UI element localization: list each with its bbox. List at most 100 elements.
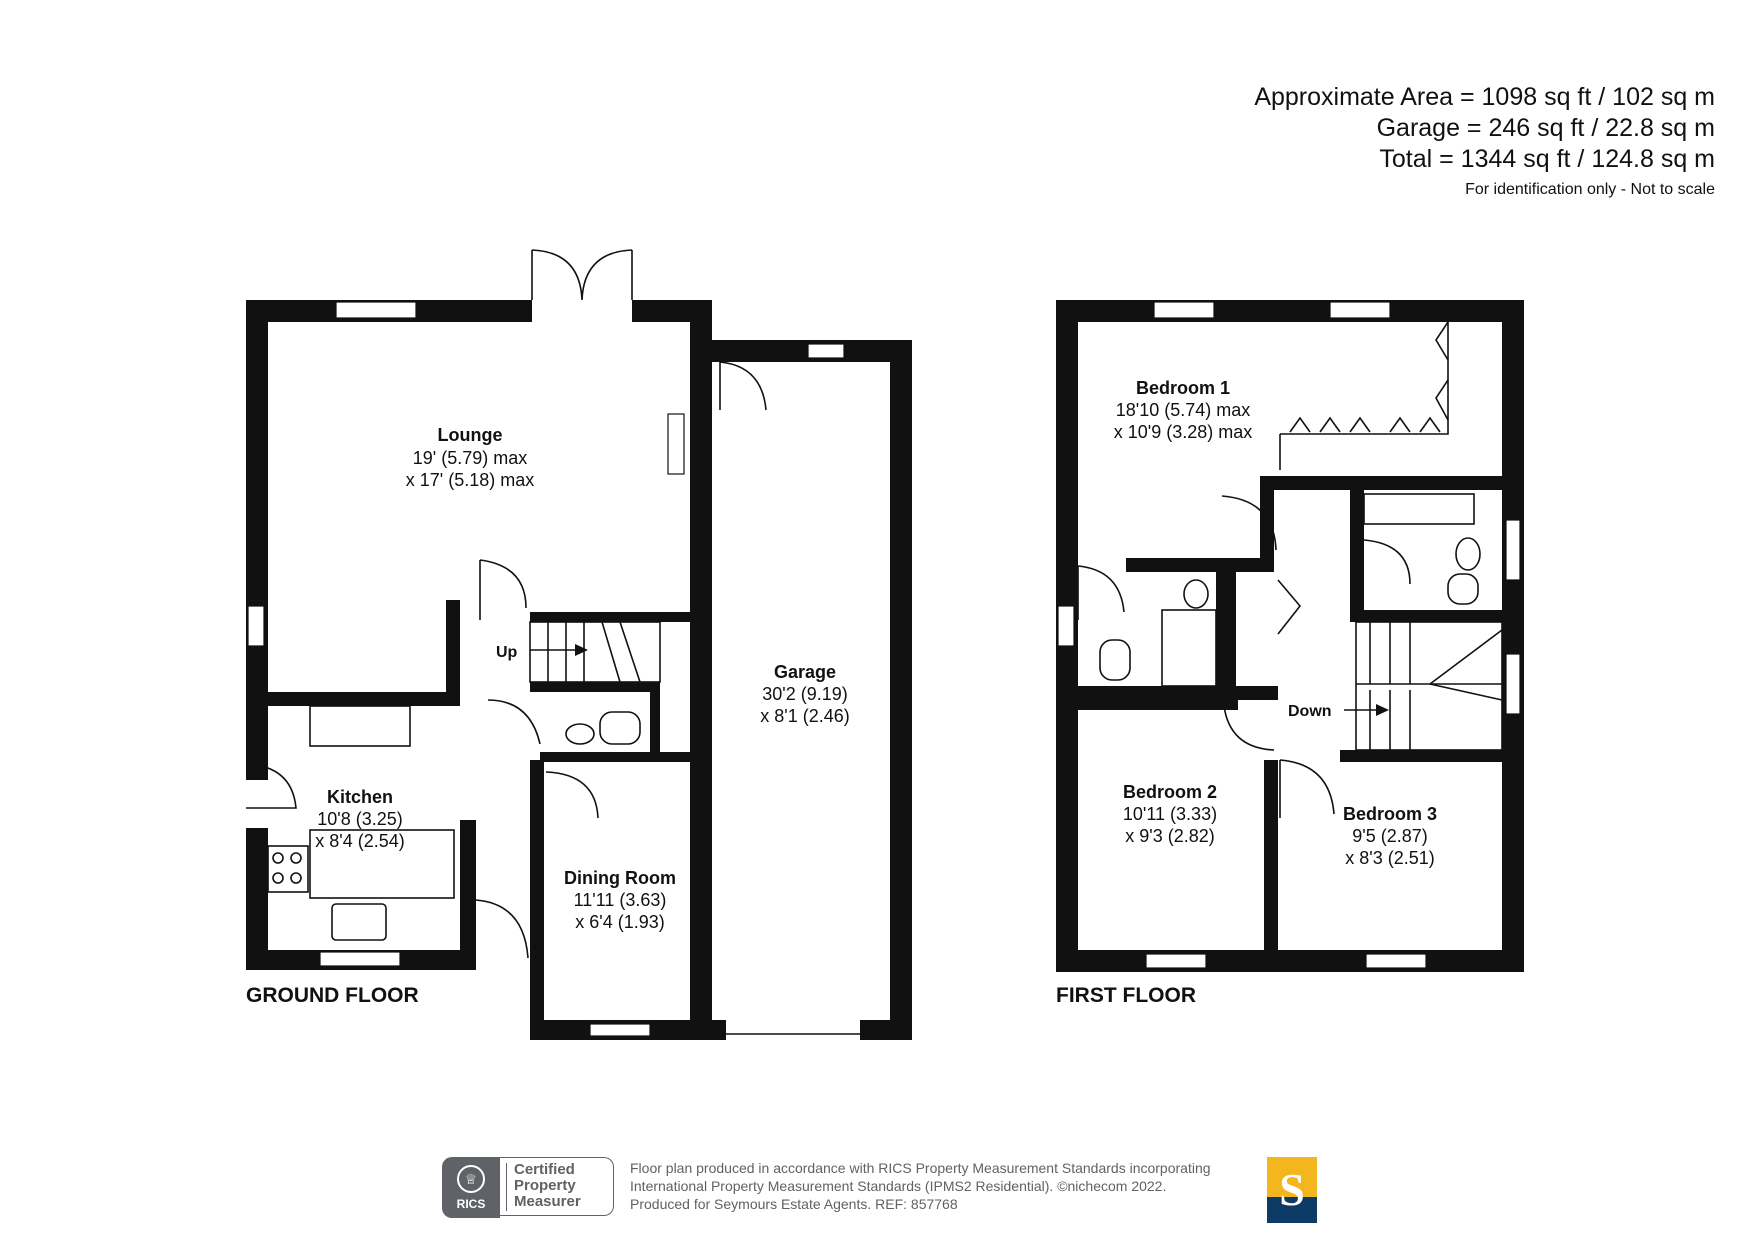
- rics-abbr: RICS: [456, 1197, 486, 1211]
- ground-floor-label: GROUND FLOOR: [246, 984, 419, 1007]
- door-swing: [1363, 539, 1411, 585]
- badge-line2: Property: [514, 1177, 576, 1194]
- worktop: [309, 705, 411, 747]
- bedroom1-dim2: x 10'9 (3.28) max: [1114, 422, 1253, 442]
- door-swing: [1221, 495, 1277, 551]
- window: [1057, 605, 1075, 647]
- ground-floor-plan: Lounge 19' (5.79) max x 17' (5.18) max K…: [245, 249, 912, 1040]
- cupboard-doors: [1277, 579, 1302, 635]
- dining-room-dim1: 11'11 (3.63): [574, 890, 667, 910]
- bedroom3-dim1: 9'5 (2.87): [1352, 826, 1427, 846]
- bedroom2-dim1: 10'11 (3.33): [1123, 804, 1217, 824]
- wall: [890, 340, 912, 1040]
- kitchen-name: Kitchen: [327, 787, 393, 807]
- window: [1365, 953, 1427, 969]
- wall: [1260, 476, 1274, 566]
- footer-text-line1: Floor plan produced in accordance with R…: [630, 1160, 1211, 1176]
- rics-crest-icon: ♕: [457, 1165, 485, 1193]
- first-floor-plan: Bedroom 1 18'10 (5.74) max x 10'9 (3.28)…: [1056, 300, 1524, 1007]
- kitchen-dim1: 10'8 (3.25): [317, 809, 403, 829]
- door-swing: [479, 559, 527, 620]
- wall: [1340, 750, 1524, 762]
- wall: [540, 752, 712, 762]
- toilet: [1447, 573, 1479, 605]
- wall: [446, 600, 460, 706]
- wall: [860, 1020, 912, 1040]
- window: [1329, 301, 1391, 319]
- seymours-logo: S: [1267, 1157, 1317, 1223]
- basin: [1183, 579, 1209, 609]
- footer-disclaimer: Floor plan produced in accordance with R…: [630, 1159, 1211, 1213]
- window: [335, 301, 417, 319]
- scale-disclaimer: For identification only - Not to scale: [1465, 181, 1715, 198]
- door-swing: [245, 763, 297, 809]
- door-swing: [487, 699, 541, 745]
- door-swing: [475, 899, 529, 959]
- rics-logo: ♕ RICS: [442, 1157, 500, 1218]
- wall: [712, 1020, 726, 1040]
- bedroom2-dim2: x 9'3 (2.82): [1125, 826, 1214, 846]
- wall: [530, 760, 544, 1040]
- badge-line1: Certified: [514, 1161, 575, 1178]
- approx-area: Approximate Area = 1098 sq ft / 102 sq m: [1254, 83, 1715, 111]
- window: [1505, 519, 1521, 581]
- dining-room-dim2: x 6'4 (1.93): [575, 912, 664, 932]
- footer-text-line2: International Property Measurement Stand…: [630, 1178, 1167, 1194]
- garage-dim2: x 8'1 (2.46): [760, 706, 849, 726]
- wall: [1350, 610, 1524, 622]
- basin: [565, 723, 595, 745]
- toilet: [1099, 639, 1131, 681]
- door-swing: [1077, 565, 1125, 620]
- garage-name: Garage: [774, 662, 836, 682]
- wall: [1216, 572, 1226, 692]
- hob: [267, 845, 309, 893]
- bedroom2-name: Bedroom 2: [1123, 782, 1217, 802]
- shower: [1161, 609, 1217, 687]
- footer: ♕ RICS Certified Property Measurer Floor…: [442, 1157, 1342, 1223]
- staircase: [529, 621, 661, 683]
- staircase: [1355, 621, 1503, 751]
- door-swing: [1279, 759, 1335, 818]
- logo-letter: S: [1279, 1164, 1305, 1215]
- window: [1153, 301, 1215, 319]
- wall: [1226, 686, 1278, 700]
- wall: [1056, 300, 1524, 322]
- bath: [1363, 493, 1475, 525]
- wall: [1226, 572, 1236, 692]
- first-floor-label: FIRST FLOOR: [1056, 984, 1196, 1007]
- up-label: Up: [496, 644, 518, 661]
- window: [807, 343, 845, 359]
- door-swing: [719, 361, 767, 411]
- area-summary: Approximate Area = 1098 sq ft / 102 sq m…: [1254, 82, 1715, 199]
- wall: [530, 682, 660, 692]
- garage-dim1: 30'2 (9.19): [762, 684, 848, 704]
- wardrobe-doors: [1289, 416, 1441, 433]
- wall: [246, 300, 268, 780]
- window: [1145, 953, 1207, 969]
- wardrobe-doors: [1435, 321, 1449, 421]
- window: [667, 413, 685, 475]
- wall: [1270, 476, 1524, 490]
- wall: [1126, 558, 1274, 572]
- wall: [530, 612, 712, 622]
- dining-room-name: Dining Room: [564, 868, 676, 888]
- bedroom3-name: Bedroom 3: [1343, 804, 1437, 824]
- lounge-dim1: 19' (5.79) max: [413, 448, 528, 468]
- kitchen-dim2: x 8'4 (2.54): [315, 831, 404, 851]
- badge-line3: Measurer: [514, 1193, 581, 1210]
- wall: [246, 828, 268, 968]
- lounge-dim2: x 17' (5.18) max: [406, 470, 535, 490]
- wall: [1502, 300, 1524, 972]
- sink: [331, 903, 387, 941]
- door-swing: [1223, 705, 1275, 751]
- wall: [268, 692, 460, 706]
- down-label: Down: [1288, 703, 1332, 720]
- wall: [460, 820, 476, 970]
- total-area: Total = 1344 sq ft / 124.8 sq m: [1379, 145, 1715, 173]
- certified-measurer-badge: Certified Property Measurer: [500, 1157, 614, 1216]
- bedroom1-name: Bedroom 1: [1136, 378, 1230, 398]
- wall: [1078, 700, 1238, 710]
- window: [1505, 653, 1521, 715]
- door-swing: [545, 771, 599, 819]
